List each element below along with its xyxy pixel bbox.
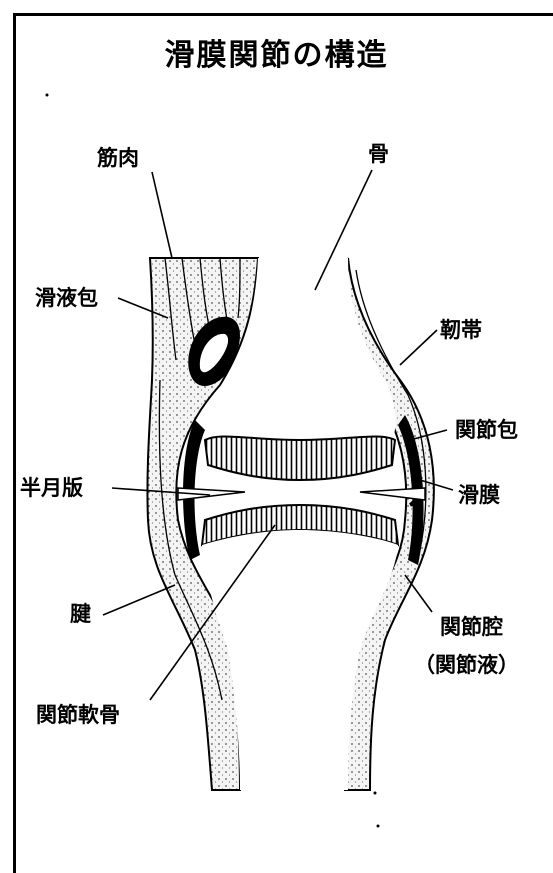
label-joint-capsule: 関節包 bbox=[455, 420, 518, 441]
label-bursa: 滑液包 bbox=[35, 288, 98, 309]
label-joint-cavity: 関節腔 bbox=[440, 617, 503, 638]
label-synovial-fluid: （関節液） bbox=[414, 655, 519, 676]
label-ligament: 靭帯 bbox=[440, 320, 482, 341]
label-synovium: 滑膜 bbox=[458, 485, 500, 506]
meniscus-right bbox=[360, 488, 425, 500]
upper-cartilage bbox=[205, 436, 395, 480]
label-muscle: 筋肉 bbox=[97, 148, 139, 169]
label-articular-cartilage: 関節軟骨 bbox=[36, 705, 120, 726]
label-meniscus: 半月版 bbox=[20, 478, 83, 499]
label-tendon: 腱 bbox=[70, 604, 91, 625]
label-bone: 骨 bbox=[368, 144, 389, 165]
